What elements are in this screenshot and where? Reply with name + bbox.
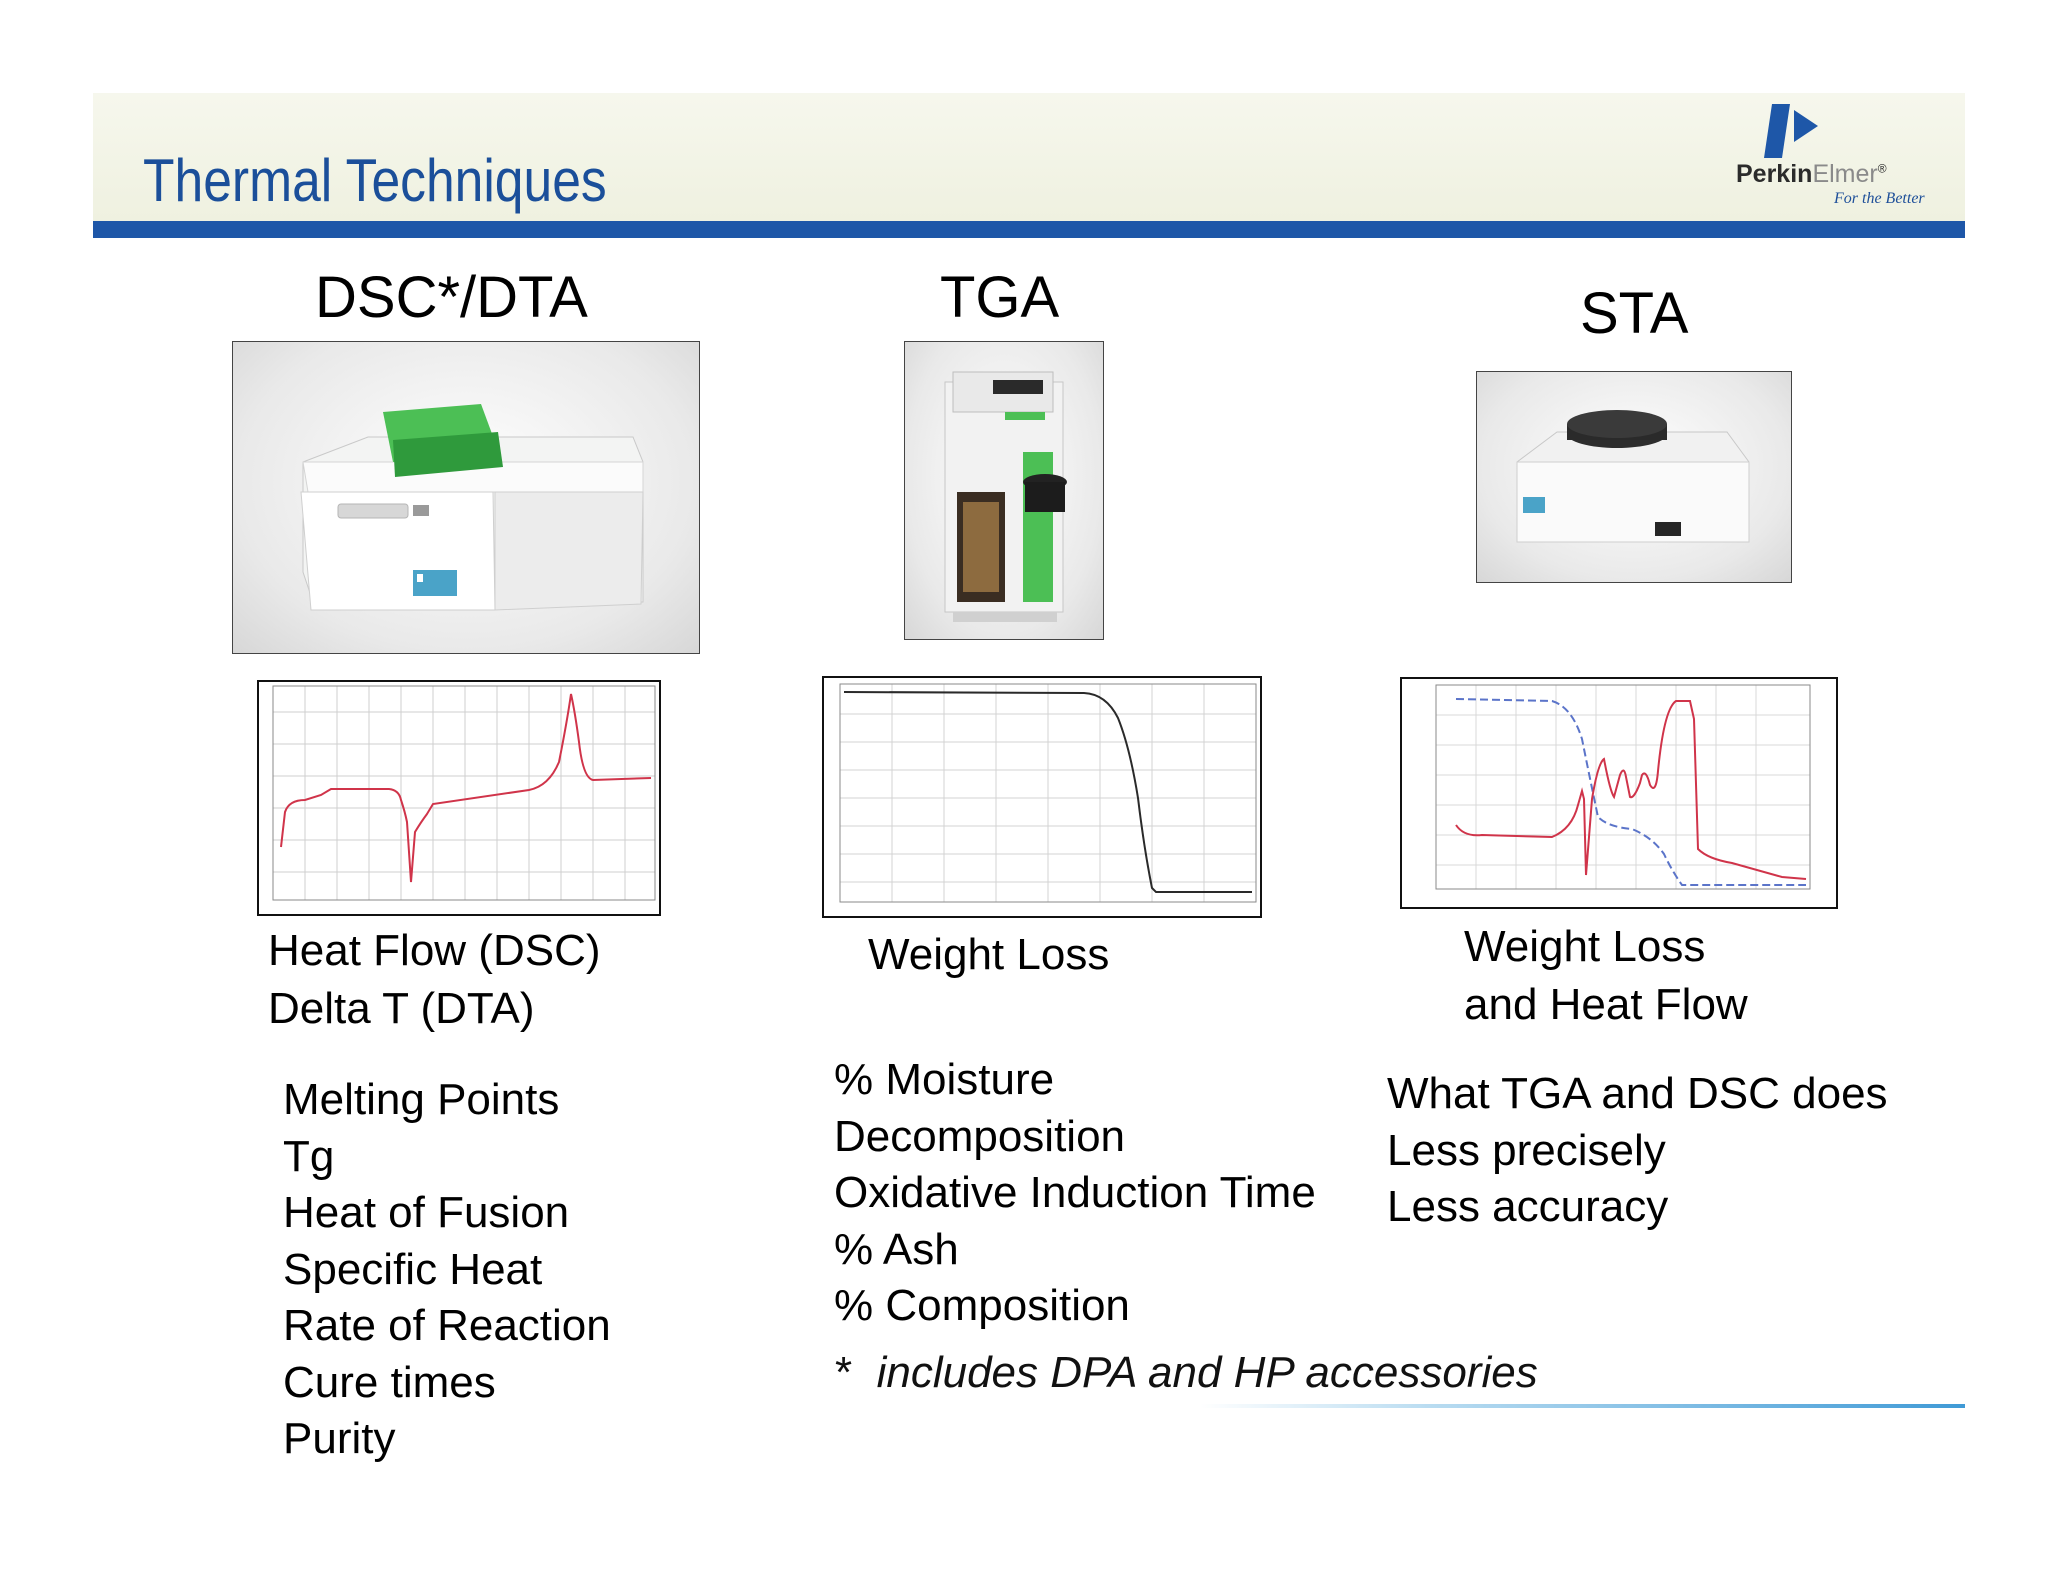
list-item: What TGA and DSC does: [1387, 1069, 1888, 1118]
tga-weight-loss-chart: [822, 676, 1262, 918]
tga-applications-list: % Moisture Decomposition Oxidative Induc…: [834, 1052, 1316, 1335]
logo-name: PerkinElmer®: [1736, 160, 1887, 189]
dsc-instrument-photo: [232, 341, 700, 654]
caption-line: Weight Loss: [868, 930, 1110, 979]
footnote-marker: *: [835, 1348, 853, 1397]
list-item: Less precisely: [1387, 1125, 1666, 1175]
caption-line: and Heat Flow: [1464, 980, 1748, 1029]
list-item: Heat of Fusion: [283, 1188, 570, 1237]
caption-tga: Weight Loss: [868, 926, 1109, 984]
header-band: [93, 93, 1965, 221]
list-item: % Moisture: [834, 1055, 1055, 1104]
caption-line: Weight Loss: [1464, 922, 1706, 971]
perkinelmer-logo-icon: [1764, 104, 1818, 158]
list-item: % Composition: [834, 1281, 1130, 1330]
footnote-text: includes DPA and HP accessories: [876, 1348, 1538, 1397]
list-item: Rate of Reaction: [283, 1301, 611, 1350]
list-item: Decomposition: [834, 1111, 1126, 1161]
sta-instrument-photo: [1476, 371, 1792, 583]
page-title: Thermal Techniques: [143, 147, 607, 214]
logo-registered-mark: ®: [1877, 161, 1887, 176]
list-item: % Ash: [834, 1224, 959, 1274]
heading-sta: STA: [1580, 281, 1689, 346]
list-item: Cure times: [283, 1357, 496, 1407]
caption-sta: Weight Loss and Heat Flow: [1464, 918, 1748, 1034]
list-item: Purity: [283, 1414, 396, 1463]
logo-word-elmer: Elmer: [1812, 160, 1878, 188]
list-item: Specific Heat: [283, 1244, 543, 1294]
footer-accent-line: [1200, 1404, 1965, 1408]
logo-tagline: For the Better: [1834, 190, 1925, 207]
logo-word-perkin: Perkin: [1736, 160, 1813, 188]
caption-dsc-dta: Heat Flow (DSC) Delta T (DTA): [268, 922, 601, 1038]
list-item: Less accuracy: [1387, 1182, 1669, 1231]
heading-dsc-dta: DSC*/DTA: [315, 265, 588, 330]
tga-instrument-photo: [904, 341, 1104, 640]
caption-line: Delta T (DTA): [268, 984, 535, 1033]
footnote: * includes DPA and HP accessories: [835, 1348, 1538, 1398]
header-bar: [93, 221, 1965, 238]
caption-line: Heat Flow (DSC): [268, 926, 601, 975]
sta-weight-heat-flow-chart: [1400, 677, 1838, 909]
list-item: Oxidative Induction Time: [834, 1168, 1316, 1217]
sta-applications-list: What TGA and DSC does Less precisely Les…: [1387, 1066, 1888, 1236]
list-item: Melting Points: [283, 1075, 560, 1124]
list-item: Tg: [283, 1131, 335, 1181]
dsc-applications-list: Melting Points Tg Heat of Fusion Specifi…: [283, 1072, 611, 1468]
dsc-heat-flow-chart: [257, 680, 661, 916]
heading-tga: TGA: [940, 265, 1060, 330]
